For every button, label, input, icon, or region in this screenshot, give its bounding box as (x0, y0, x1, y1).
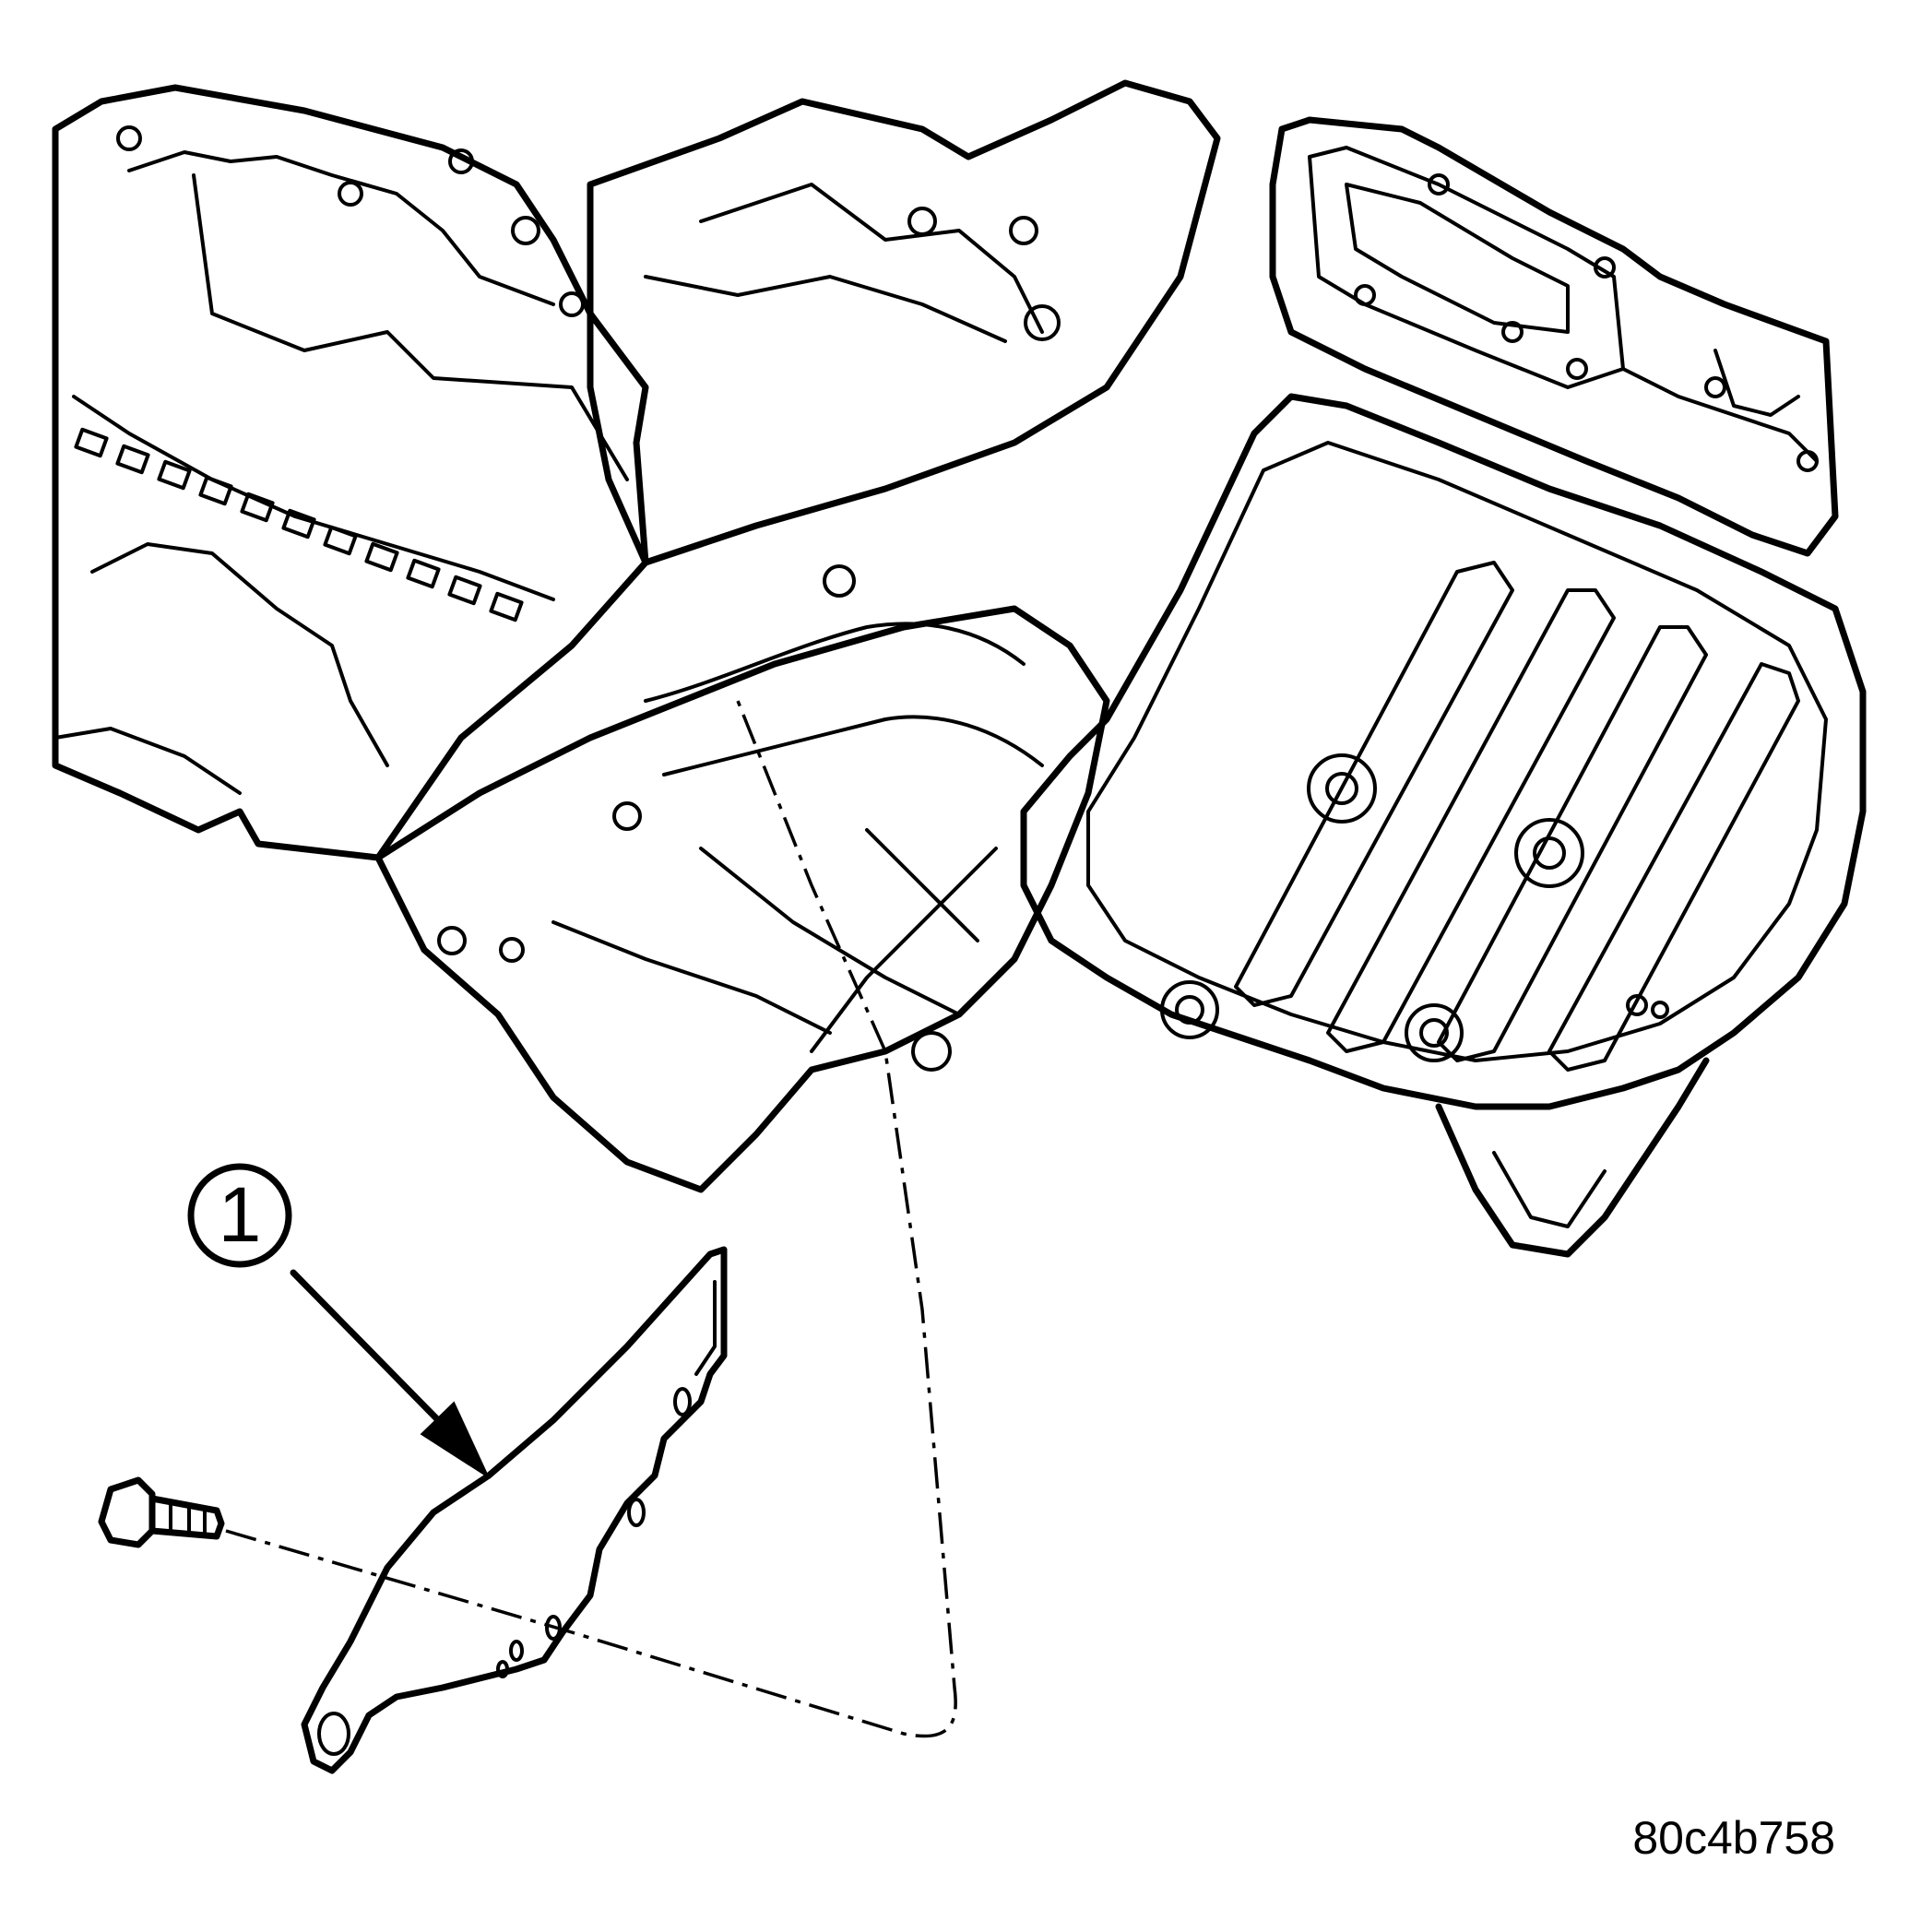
callout-1-circle (187, 1163, 292, 1268)
callout-1-label: 1 (219, 1171, 262, 1258)
callout-1-leader (290, 1269, 446, 1428)
callout-1-arrowhead (420, 1401, 491, 1480)
valve-body (1269, 116, 1839, 557)
callout-1: 1 (187, 1163, 491, 1480)
case-bolt-holes (437, 207, 1061, 1072)
transmission-case (374, 79, 1221, 1193)
engine-block (52, 84, 649, 861)
valve-body-bolts (1354, 173, 1819, 472)
alignment-lines (225, 700, 957, 1738)
dust-cover (301, 1246, 728, 1774)
oil-pan-bosses (1160, 753, 1669, 1062)
bolt (98, 1476, 225, 1548)
engine-bolt-holes (116, 125, 585, 317)
engine-block-ribs (74, 427, 524, 622)
figure-reference-number: 80c4b758 (1632, 1812, 1835, 1864)
oil-pan (1020, 393, 1867, 1258)
